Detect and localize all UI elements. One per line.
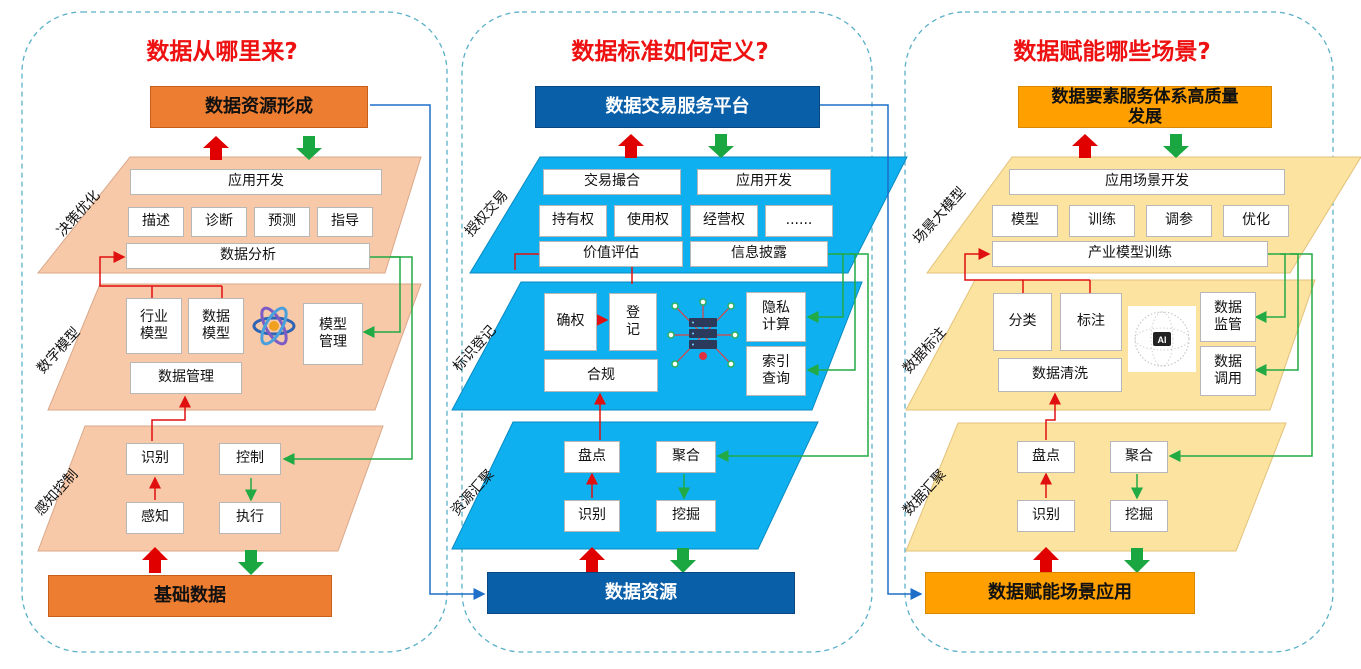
col3-down-arrow-top [1163, 134, 1189, 158]
col2-aggregate: 聚合 [656, 441, 716, 473]
col2-confirm: 确权 [544, 293, 597, 351]
col2-bottom-header: 数据资源 [487, 572, 795, 614]
c1-green-analysis-to-modelmgmt [362, 256, 401, 338]
col1-industry-model: 行业 模型 [126, 298, 182, 354]
col2-title: 数据标准如何定义? [571, 39, 769, 65]
updown-arrows [142, 134, 1189, 575]
col3-mine: 挖掘 [1110, 500, 1168, 532]
atom-icon [248, 300, 300, 352]
col2-down-arrow-bottom [670, 548, 696, 573]
col1-down-arrow-bottom [238, 550, 264, 575]
col1-item-guide: 指导 [317, 207, 373, 237]
col3-up-arrow-top [1072, 134, 1098, 158]
col3-down-arrow-bottom [1124, 548, 1150, 573]
col1-item-predict: 预测 [254, 207, 310, 237]
col3-classify: 分类 [993, 293, 1052, 351]
col2-dashed-frame [461, 11, 873, 653]
col1-data-mgmt: 数据管理 [130, 362, 242, 394]
col3-industry-training: 产业模型训练 [992, 241, 1268, 267]
col1-up-arrow-top [203, 136, 229, 160]
c3-red-inventory-to-cleaning [1045, 392, 1061, 440]
col1-model-mgmt: 模型 管理 [303, 303, 363, 365]
col1-execute: 执行 [219, 502, 281, 534]
col3-item-optimize: 优化 [1223, 205, 1289, 237]
ai-globe-text: AI [1158, 335, 1167, 345]
col2-up-arrow-bottom [579, 547, 605, 573]
col1-bottom-header: 基础数据 [48, 575, 332, 617]
ai-globe-icon: AI [1128, 306, 1196, 372]
c1-red-model-to-analysis [99, 251, 128, 287]
c2-green-disclosure-to-aggregate [716, 253, 869, 462]
col2-mine: 挖掘 [656, 500, 716, 532]
connector-col2-to-col3 [820, 104, 923, 600]
col1-up-arrow-bottom [142, 547, 168, 573]
col1-identify: 识别 [126, 443, 184, 475]
col2-privacy: 隐私 计算 [746, 292, 806, 342]
col1-down-arrow-top [296, 136, 322, 160]
col2-trade-match: 交易撮合 [543, 169, 681, 195]
col1-item-diagnose: 诊断 [191, 207, 247, 237]
col3-scene-dev: 应用场景开发 [1009, 169, 1285, 195]
col2-app-dev: 应用开发 [697, 169, 831, 195]
col3-title: 数据赋能哪些场景? [1013, 39, 1211, 65]
c3-green-training-to-aggregate [1168, 253, 1313, 462]
col1-dashed-frame [21, 11, 448, 653]
col2-plane-trade [469, 156, 908, 274]
col2-right-use: 使用权 [614, 205, 682, 237]
c2-green-disclosure-to-index [806, 253, 856, 376]
col3-annotate: 标注 [1060, 293, 1122, 351]
col1-title: 数据从哪里来? [146, 39, 298, 65]
col1-data-analysis: 数据分析 [126, 243, 370, 269]
col2-right-hold: 持有权 [539, 205, 607, 237]
col1-perceive: 感知 [126, 502, 184, 534]
col2-right-more: ...... [765, 205, 833, 237]
col1-control: 控制 [219, 443, 281, 475]
c1-green-analysis-to-control [282, 256, 413, 465]
col3-dashed-frame [904, 11, 1334, 653]
col2-right-operate: 经营权 [690, 205, 758, 237]
c3-red-training-loop [964, 248, 1023, 281]
col3-top-header: 数据要素服务体系高质量 发展 [1018, 86, 1272, 128]
col2-compliance: 合规 [544, 359, 658, 392]
col2-up-arrow-top [618, 134, 644, 158]
col2-top-header: 数据交易服务平台 [535, 86, 820, 128]
col3-item-model: 模型 [992, 205, 1058, 237]
col3-aggregate: 聚合 [1110, 441, 1168, 473]
c1-red-identify-to-datamgmt [151, 395, 191, 441]
col1-item-describe: 描述 [128, 207, 184, 237]
col1-plane-sense [37, 425, 384, 552]
col3-cleaning: 数据清洗 [998, 358, 1122, 392]
col3-inventory: 盘点 [1017, 441, 1075, 473]
col2-valuation: 价值评估 [539, 241, 683, 267]
c3-green-training-to-supervise [1254, 253, 1286, 323]
col2-down-arrow-top [708, 134, 734, 158]
col2-disclosure: 信息披露 [690, 241, 828, 267]
col1-data-model: 数据 模型 [188, 298, 244, 354]
col3-item-tune: 调参 [1146, 205, 1212, 237]
col3-up-arrow-bottom [1033, 547, 1059, 573]
c3-green-training-to-invoke [1254, 253, 1299, 376]
col3-bottom-header: 数据赋能场景应用 [925, 572, 1195, 614]
col2-register: 登 记 [609, 293, 657, 351]
col3-item-train: 训练 [1069, 205, 1135, 237]
col2-inventory: 盘点 [564, 441, 620, 473]
col2-index: 索引 查询 [746, 346, 806, 396]
col2-plane-gather [451, 421, 819, 550]
col2-identify: 识别 [564, 500, 620, 532]
col3-invoke: 数据 调用 [1200, 346, 1256, 396]
connector-col1-to-col2 [370, 104, 486, 600]
col1-app-dev: 应用开发 [130, 169, 382, 195]
col3-identify: 识别 [1017, 500, 1075, 532]
col3-supervise: 数据 监管 [1200, 292, 1256, 342]
server-network-icon [667, 298, 739, 372]
col3-plane-gather [905, 422, 1287, 552]
col1-top-header: 数据资源形成 [150, 86, 368, 128]
